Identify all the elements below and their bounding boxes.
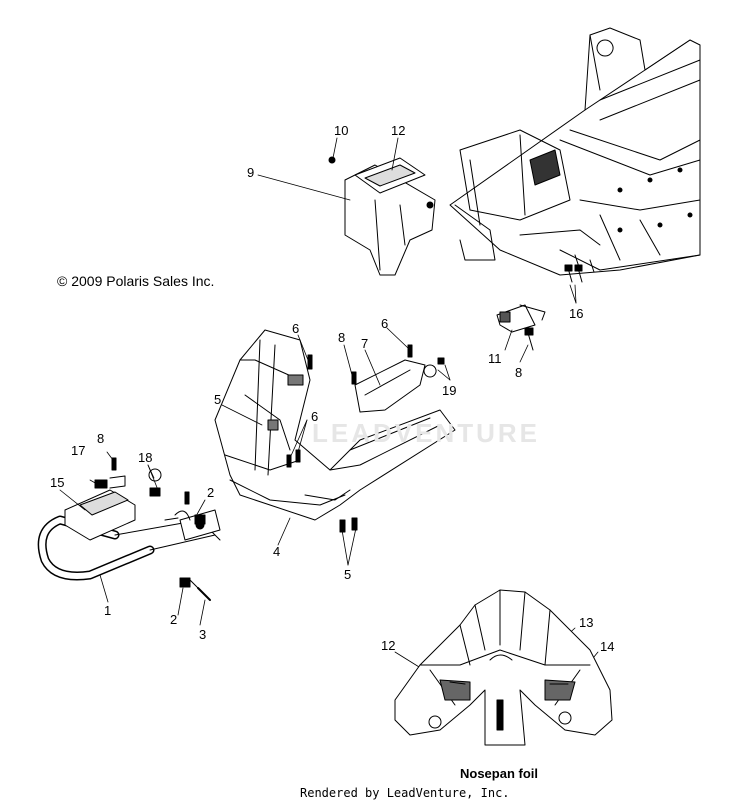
chassis-frame bbox=[449, 27, 701, 276]
bracket-part-11 bbox=[496, 264, 583, 351]
callout-10: 10 bbox=[334, 123, 349, 138]
bumper-part-1 bbox=[37, 489, 221, 601]
callout-19: 19 bbox=[442, 383, 457, 398]
callout-11: 11 bbox=[488, 351, 502, 366]
callout-7: 7 bbox=[361, 336, 369, 351]
footer-credit: Rendered by LeadVenture, Inc. bbox=[300, 786, 510, 800]
nosepan-foil-inset bbox=[394, 589, 613, 746]
callout-1: 1 bbox=[104, 603, 112, 618]
callout-2: 2 bbox=[207, 485, 215, 500]
callout-8: 8 bbox=[338, 330, 346, 345]
callout-15: 15 bbox=[50, 475, 65, 490]
shield-part-7 bbox=[354, 359, 437, 413]
callout-5: 5 bbox=[214, 392, 222, 407]
callout-18: 18 bbox=[138, 450, 153, 465]
callout-9: 9 bbox=[247, 165, 255, 180]
callout-6: 6 bbox=[292, 321, 300, 336]
copyright-text: © 2009 Polaris Sales Inc. bbox=[57, 273, 215, 289]
leader-lines bbox=[59, 137, 599, 681]
callout-4: 4 bbox=[273, 544, 281, 559]
callout-6: 6 bbox=[381, 316, 389, 331]
callout-6: 6 bbox=[311, 409, 319, 424]
callout-8: 8 bbox=[515, 365, 523, 380]
callout-12: 12 bbox=[381, 638, 396, 653]
inset-caption: Nosepan foil bbox=[460, 766, 539, 781]
callout-13: 13 bbox=[579, 615, 594, 630]
fasteners-group bbox=[94, 344, 445, 533]
nosepan-part-4 bbox=[214, 329, 456, 521]
callout-3: 3 bbox=[199, 627, 207, 642]
callout-5: 5 bbox=[344, 567, 352, 582]
callout-12: 12 bbox=[391, 123, 406, 138]
watermark: LEADVENTURE bbox=[312, 418, 541, 448]
callout-17: 17 bbox=[71, 443, 86, 458]
callout-14: 14 bbox=[600, 639, 615, 654]
bracket-part-9 bbox=[328, 156, 436, 276]
callout-8: 8 bbox=[97, 431, 105, 446]
callout-16: 16 bbox=[569, 306, 584, 321]
callout-2: 2 bbox=[170, 612, 178, 627]
